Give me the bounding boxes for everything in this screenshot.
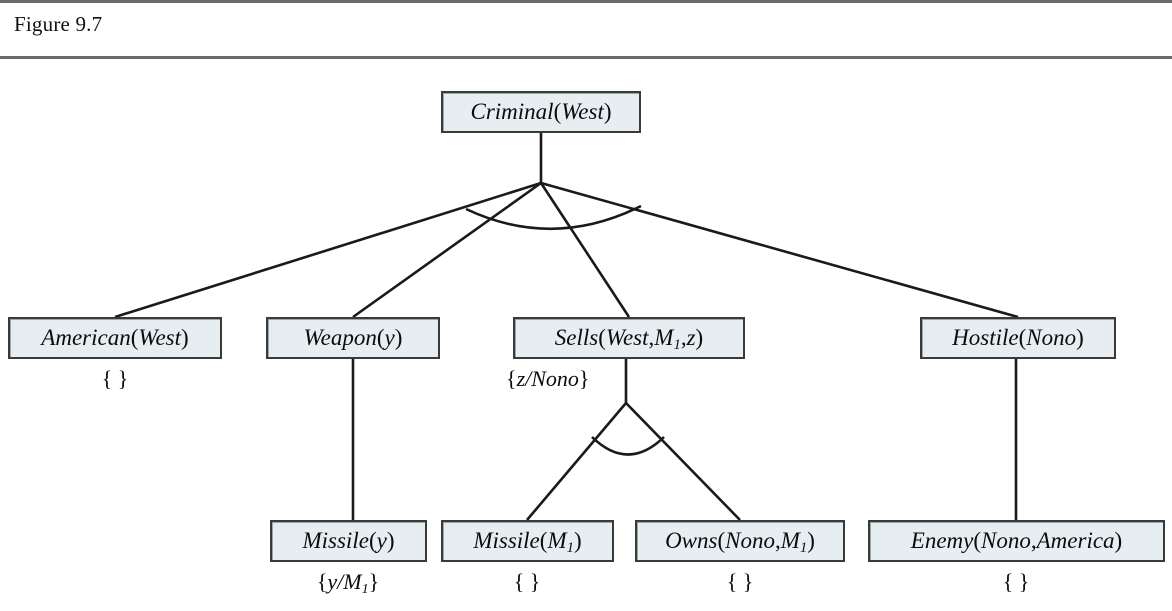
- substitution-american-west-text: { }: [101, 366, 129, 391]
- node-american-west[interactable]: American(West): [8, 317, 222, 359]
- header-rule-bottom: [0, 56, 1172, 59]
- edge-root-to-sells: [539, 182, 631, 318]
- node-missile-m1[interactable]: Missile(M1): [441, 520, 614, 562]
- node-sells-west-m1-z[interactable]: Sells(West,M1,z): [513, 317, 745, 359]
- substitution-missile-m1: { }: [467, 569, 587, 595]
- edge-root-to-american: [114, 181, 542, 319]
- node-criminal-west-label: Criminal(West): [470, 98, 612, 124]
- substitution-sells: {z/Nono}: [506, 366, 589, 392]
- node-owns-nono-m1-label: Owns(Nono,M1): [665, 527, 815, 556]
- edge-root-to-hostile: [540, 181, 1019, 319]
- header-rule-top: [0, 0, 1172, 3]
- substitution-american-west: { }: [55, 366, 175, 392]
- edge-root-to-weapon: [352, 181, 542, 319]
- node-criminal-west[interactable]: Criminal(West): [441, 91, 641, 133]
- edge-sells-to-missile-m1: [526, 402, 627, 521]
- node-enemy-nono-america[interactable]: Enemy(Nono,America): [868, 520, 1165, 562]
- edge-sells-to-owns: [625, 402, 741, 521]
- node-enemy-nono-america-label: Enemy(Nono,America): [910, 527, 1123, 553]
- node-missile-y-label: Missile(y): [302, 527, 395, 553]
- substitution-enemy-text: { }: [1002, 569, 1030, 594]
- node-missile-m1-label: Missile(M1): [473, 527, 582, 556]
- substitution-owns-text: { }: [726, 569, 754, 594]
- substitution-missile-y: {y/M1}: [288, 569, 408, 597]
- substitution-enemy: { }: [956, 569, 1076, 595]
- substitution-owns: { }: [680, 569, 800, 595]
- conjunction-arc-sells: [591, 436, 665, 456]
- node-owns-nono-m1[interactable]: Owns(Nono,M1): [635, 520, 845, 562]
- conjunction-arc-root: [465, 204, 642, 231]
- node-weapon-y[interactable]: Weapon(y): [266, 317, 440, 359]
- substitution-missile-y-text: {y/M1}: [316, 569, 380, 597]
- node-hostile-nono-label: Hostile(Nono): [952, 324, 1084, 350]
- node-missile-y[interactable]: Missile(y): [270, 520, 427, 562]
- figure-caption: Figure 9.7: [14, 12, 103, 36]
- node-weapon-y-label: Weapon(y): [303, 324, 403, 350]
- node-sells-west-m1-z-label: Sells(West,M1,z): [554, 324, 704, 353]
- node-hostile-nono[interactable]: Hostile(Nono): [920, 317, 1116, 359]
- substitution-sells-text: {z/Nono}: [506, 366, 590, 391]
- node-american-west-label: American(West): [41, 324, 189, 350]
- substitution-missile-m1-text: { }: [513, 569, 541, 594]
